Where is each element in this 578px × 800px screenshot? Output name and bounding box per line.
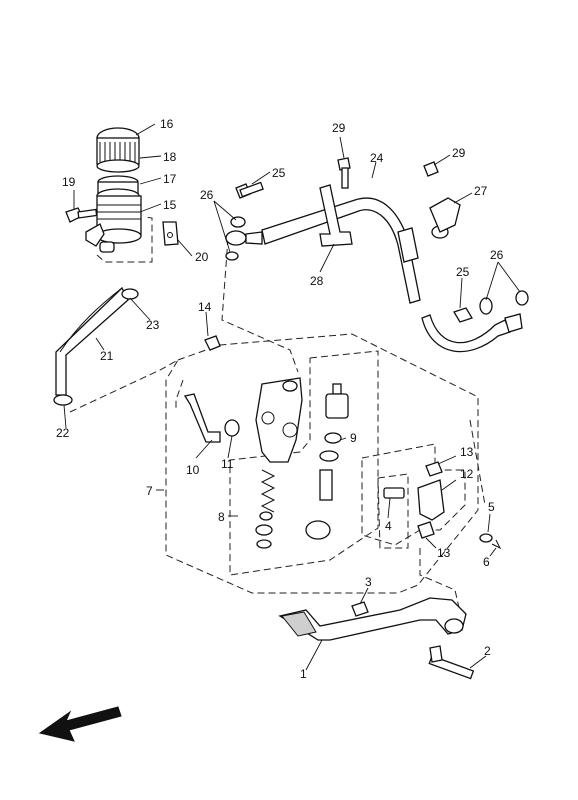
piston-kit-9 <box>305 383 349 540</box>
callout-24: 24 <box>370 151 384 165</box>
callout-8: 8 <box>218 510 225 524</box>
bolt-19 <box>65 207 98 223</box>
callout-12: 12 <box>460 467 474 481</box>
washer-26-upper <box>225 216 246 261</box>
brake-pedal-1 <box>278 597 467 641</box>
callout-28: 28 <box>310 274 324 288</box>
callout-labels: 1 2 3 4 5 6 7 8 9 10 11 12 13 13 14 15 1… <box>56 117 504 681</box>
callout-20: 20 <box>195 250 209 264</box>
reservoir-bracket-outline <box>96 216 153 263</box>
callout-19: 19 <box>62 175 76 189</box>
callout-3: 3 <box>365 575 372 589</box>
spring-8 <box>255 469 276 549</box>
pivot-bolt-2 <box>428 645 475 680</box>
assembly-outline-12 <box>361 443 466 549</box>
clip-20 <box>162 221 179 246</box>
callout-9: 9 <box>350 431 357 445</box>
pin-4 <box>383 487 405 499</box>
nut-3 <box>351 601 369 617</box>
callout-11: 11 <box>221 457 234 471</box>
callout-14: 14 <box>198 300 212 314</box>
cotter-pin-5 <box>479 533 493 543</box>
leader-lines <box>63 123 521 671</box>
callout-26-lower: 26 <box>490 248 504 262</box>
callout-23: 23 <box>146 318 160 332</box>
clevis-12 <box>417 479 445 521</box>
washer-26-lower <box>479 290 529 315</box>
bolt-29-right <box>423 161 439 177</box>
bolt-29-left <box>337 157 351 189</box>
callout-5: 5 <box>488 500 495 514</box>
oring-11 <box>224 419 240 437</box>
callout-25-upper: 25 <box>272 166 286 180</box>
assembly-outline-7 <box>165 333 479 594</box>
callout-27: 27 <box>474 184 488 198</box>
nut-13-lower <box>417 521 435 539</box>
fitting-10 <box>183 393 221 443</box>
reservoir-hose-21 <box>53 286 139 406</box>
callout-18: 18 <box>163 150 177 164</box>
callout-6: 6 <box>483 555 490 569</box>
callout-10: 10 <box>186 463 200 477</box>
brake-hose-24 <box>225 197 523 353</box>
callout-13-lower: 13 <box>437 546 451 560</box>
callout-29-left: 29 <box>332 121 346 135</box>
hose-leader-lines <box>69 237 486 613</box>
master-cylinder-body <box>255 377 303 463</box>
callout-25-lower: 25 <box>456 265 470 279</box>
callout-4: 4 <box>385 519 392 533</box>
callout-16: 16 <box>160 117 174 131</box>
callout-29-right: 29 <box>452 146 466 160</box>
front-arrow-icon <box>38 706 122 742</box>
callout-15: 15 <box>163 198 177 212</box>
nut-13-upper <box>425 461 443 477</box>
union-bolt-25-lower <box>453 307 473 323</box>
hose-bracket-28 <box>319 184 353 247</box>
assembly-outline-8 <box>229 350 379 576</box>
callout-21: 21 <box>100 349 114 363</box>
callout-13-upper: 13 <box>460 445 474 459</box>
callout-22: 22 <box>56 426 70 440</box>
bolt-14 <box>204 335 221 351</box>
callout-17: 17 <box>163 172 177 186</box>
callout-26-upper: 26 <box>200 188 214 202</box>
callout-2: 2 <box>484 644 491 658</box>
cotter-pin-6 <box>491 539 502 550</box>
reservoir-assembly <box>85 127 142 253</box>
callout-7: 7 <box>146 484 153 498</box>
callout-1: 1 <box>300 667 307 681</box>
union-bolt-25-upper <box>235 181 264 199</box>
